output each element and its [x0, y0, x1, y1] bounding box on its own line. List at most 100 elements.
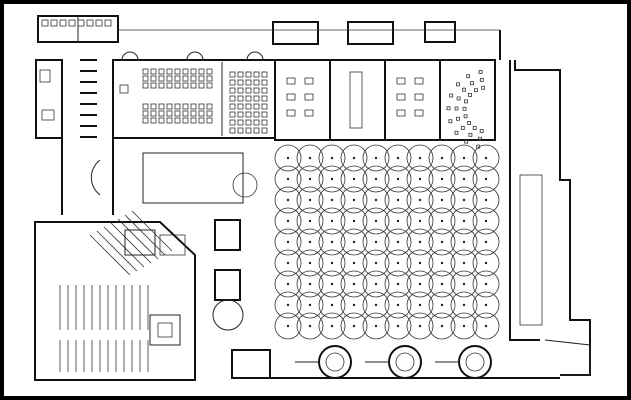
seat [206, 68, 213, 75]
canopy-umbrella [472, 207, 500, 235]
seat [190, 68, 197, 75]
seat [261, 95, 268, 102]
canopy-umbrella [450, 207, 478, 235]
canopy-umbrella [340, 144, 368, 172]
seat [166, 68, 173, 75]
canopy-column [440, 282, 444, 286]
canopy-column [418, 219, 422, 223]
service-block [272, 21, 319, 45]
seat [198, 68, 205, 75]
desk [414, 93, 424, 101]
door-swing [186, 51, 204, 61]
canopy-column [374, 282, 378, 286]
seat [158, 68, 165, 75]
tiered-seat [479, 77, 484, 82]
seat [150, 110, 157, 117]
seat [142, 117, 149, 124]
seat [198, 103, 205, 110]
tiered-seat [454, 106, 459, 111]
seat [261, 87, 268, 94]
service-core [214, 219, 241, 251]
canopy-column [330, 198, 334, 202]
seat [174, 82, 181, 89]
seat [166, 110, 173, 117]
canopy-column [462, 303, 466, 307]
canopy-umbrella [384, 165, 412, 193]
canopy-column [286, 219, 290, 223]
canopy-column [330, 303, 334, 307]
room [124, 229, 156, 256]
canopy-column [396, 156, 400, 160]
stair-ramp [544, 339, 591, 376]
toilet-stall [50, 19, 58, 27]
canopy-column [418, 240, 422, 244]
desk [396, 109, 406, 117]
canopy-column [484, 156, 488, 160]
curved-bench [90, 159, 101, 196]
tower-core [465, 352, 485, 372]
canopy-umbrella [450, 270, 478, 298]
seat [237, 111, 244, 118]
canopy-umbrella [340, 249, 368, 277]
canopy-umbrella [384, 270, 412, 298]
seat [190, 117, 197, 124]
tiered-seat [474, 88, 478, 93]
canopy-umbrella [450, 291, 478, 319]
canopy-column [440, 177, 444, 181]
canopy-umbrella [472, 144, 500, 172]
canopy-umbrella [428, 291, 456, 319]
canopy-column [286, 303, 290, 307]
seat [237, 79, 244, 86]
canopy-umbrella [296, 270, 324, 298]
tiered-seat [462, 87, 466, 92]
canopy-column [396, 324, 400, 328]
canopy-column [484, 198, 488, 202]
canopy-column [308, 219, 312, 223]
canopy-umbrella [318, 291, 346, 319]
seat [245, 71, 252, 78]
canopy-column [396, 177, 400, 181]
canopy-umbrella [340, 207, 368, 235]
desk [304, 109, 314, 117]
canopy-grid [274, 144, 500, 340]
canopy-column [462, 261, 466, 265]
lectern [119, 84, 129, 94]
seat [150, 75, 157, 82]
seat [261, 71, 268, 78]
canopy-umbrella [428, 312, 456, 340]
canopy-umbrella [340, 291, 368, 319]
seat [198, 110, 205, 117]
tiered-seat [479, 129, 484, 133]
canopy-column [440, 219, 444, 223]
canopy-umbrella [472, 165, 500, 193]
canopy-column [418, 261, 422, 265]
east-outer-wall [514, 60, 591, 376]
canopy-umbrella [296, 207, 324, 235]
canopy-umbrella [406, 144, 434, 172]
canopy-umbrella [362, 291, 390, 319]
seat [142, 75, 149, 82]
seat [237, 119, 244, 126]
seat [190, 82, 197, 89]
seat [174, 75, 181, 82]
canopy-column [352, 219, 356, 223]
furniture [39, 19, 543, 372]
toilet-stall [95, 19, 103, 27]
seat [158, 82, 165, 89]
seat [229, 79, 236, 86]
desk [41, 109, 55, 121]
canopy-umbrella [406, 207, 434, 235]
canopy-column [352, 261, 356, 265]
canopy-umbrella [472, 249, 500, 277]
canopy-column [286, 156, 290, 160]
canopy-umbrella [296, 291, 324, 319]
seat [261, 111, 268, 118]
canopy-column [330, 324, 334, 328]
canopy-column [484, 303, 488, 307]
tiered-seat [466, 74, 471, 79]
seat [229, 127, 236, 134]
canopy-column [418, 282, 422, 286]
canopy-column [418, 303, 422, 307]
service-core [214, 269, 241, 301]
